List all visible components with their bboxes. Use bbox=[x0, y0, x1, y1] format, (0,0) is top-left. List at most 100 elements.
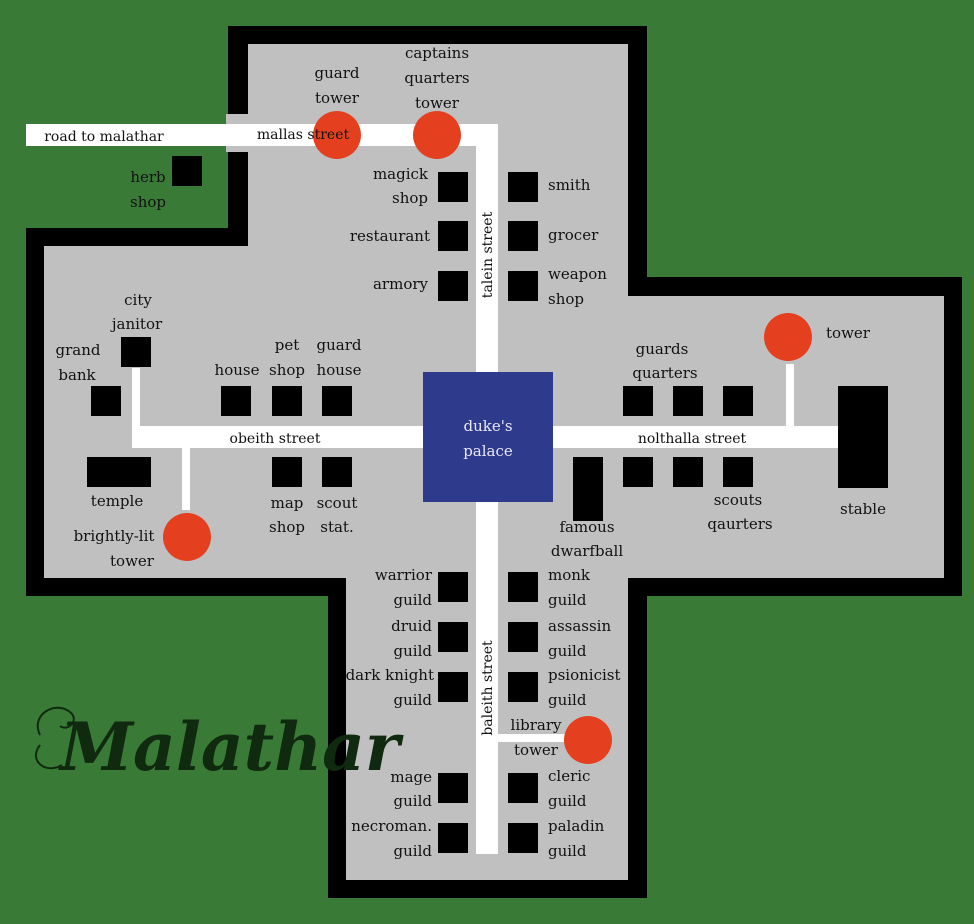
building-restaurant[interactable] bbox=[438, 221, 468, 251]
label-armory: armory bbox=[373, 275, 429, 293]
library-lane bbox=[496, 734, 570, 742]
building-necromancer-guild[interactable] bbox=[438, 823, 468, 853]
tower-lane-west bbox=[182, 446, 190, 510]
tower-guard[interactable] bbox=[313, 111, 361, 159]
label-temple: temple bbox=[91, 492, 144, 510]
label-janitor-2: janitor bbox=[110, 315, 163, 333]
label-psionicist-1: psionicist bbox=[548, 666, 621, 684]
label-guardhouse-1: guard bbox=[317, 336, 362, 354]
street-label-nolthalla: nolthalla street bbox=[638, 431, 747, 447]
label-herb-2: shop bbox=[130, 193, 166, 211]
label-grocer: grocer bbox=[548, 226, 599, 244]
label-house: house bbox=[215, 361, 260, 379]
building-druid-guild[interactable] bbox=[438, 622, 468, 652]
label-guards-q-1: guards bbox=[636, 340, 689, 358]
logo-flourish-left bbox=[36, 706, 75, 736]
label-tower-east: tower bbox=[826, 324, 871, 342]
label-necro-1: necroman. bbox=[351, 817, 432, 835]
label-paladin-2: guild bbox=[548, 842, 587, 860]
building-scout-station[interactable] bbox=[322, 457, 352, 487]
building-guards-quarters-2[interactable] bbox=[673, 386, 703, 416]
building-scouts-quarters-3[interactable] bbox=[723, 457, 753, 487]
street-label-talein: talein street bbox=[480, 211, 496, 298]
street-label-road: road to malathar bbox=[44, 129, 164, 145]
label-pet-2: shop bbox=[269, 361, 305, 379]
label-map-1: map bbox=[271, 494, 304, 512]
building-psionicist-guild[interactable] bbox=[508, 672, 538, 702]
building-herb-shop[interactable] bbox=[172, 156, 202, 186]
building-temple[interactable] bbox=[87, 457, 151, 487]
label-mage-2: guild bbox=[394, 792, 433, 810]
palace-label-2: palace bbox=[463, 442, 513, 460]
label-dark-knight-2: guild bbox=[394, 691, 433, 709]
label-druid-1: druid bbox=[391, 617, 432, 635]
label-brightly-2: tower bbox=[110, 552, 155, 570]
label-library-2: tower bbox=[514, 741, 559, 759]
building-smith[interactable] bbox=[508, 172, 538, 202]
label-captains-3: tower bbox=[415, 94, 460, 112]
label-dwarfball-1: famous bbox=[559, 518, 614, 536]
building-armory[interactable] bbox=[438, 271, 468, 301]
building-paladin-guild[interactable] bbox=[508, 823, 538, 853]
label-cleric-2: guild bbox=[548, 792, 587, 810]
label-library-1: library bbox=[511, 716, 562, 734]
label-map-2: shop bbox=[269, 518, 305, 536]
logo-flourish-left-2 bbox=[34, 744, 63, 770]
tower-captains-quarters[interactable] bbox=[413, 111, 461, 159]
building-mage-guild[interactable] bbox=[438, 773, 468, 803]
label-monk-2: guild bbox=[548, 591, 587, 609]
building-cleric-guild[interactable] bbox=[508, 773, 538, 803]
label-psionicist-2: guild bbox=[548, 691, 587, 709]
label-scouts-q-1: scouts bbox=[714, 491, 763, 509]
building-assassin-guild[interactable] bbox=[508, 622, 538, 652]
street-mallas[interactable] bbox=[26, 124, 498, 146]
label-smith: smith bbox=[548, 176, 591, 194]
building-scouts-quarters-1[interactable] bbox=[623, 457, 653, 487]
building-house[interactable] bbox=[221, 386, 251, 416]
building-scouts-quarters-2[interactable] bbox=[673, 457, 703, 487]
tower-library[interactable] bbox=[564, 716, 612, 764]
label-scout-2: stat. bbox=[320, 518, 353, 536]
building-guards-quarters-1[interactable] bbox=[623, 386, 653, 416]
building-weapon-shop[interactable] bbox=[508, 271, 538, 301]
label-warrior-2: guild bbox=[394, 591, 433, 609]
building-guard-house[interactable] bbox=[322, 386, 352, 416]
building-stable[interactable] bbox=[838, 386, 888, 488]
street-label-mallas: mallas street bbox=[257, 127, 350, 143]
label-weapon-2: shop bbox=[548, 290, 584, 308]
building-dark-knight-guild[interactable] bbox=[438, 672, 468, 702]
building-grocer[interactable] bbox=[508, 221, 538, 251]
building-magick-shop[interactable] bbox=[438, 172, 468, 202]
building-map-shop[interactable] bbox=[272, 457, 302, 487]
label-janitor-1: city bbox=[124, 291, 152, 309]
building-guards-quarters-3[interactable] bbox=[723, 386, 753, 416]
malathar-logo: Malathar bbox=[34, 706, 404, 786]
label-bank-1: grand bbox=[56, 341, 101, 359]
street-label-baleith: baleith street bbox=[480, 640, 496, 736]
label-monk-1: monk bbox=[548, 566, 591, 584]
label-assassin-2: guild bbox=[548, 642, 587, 660]
label-scout-1: scout bbox=[317, 494, 358, 512]
tower-east[interactable] bbox=[764, 313, 812, 361]
label-paladin-1: paladin bbox=[548, 817, 605, 835]
label-guardhouse-2: house bbox=[317, 361, 362, 379]
label-warrior-1: warrior bbox=[375, 566, 433, 584]
label-restaurant: restaurant bbox=[350, 227, 430, 245]
building-grand-bank[interactable] bbox=[91, 386, 121, 416]
tower-lane-east bbox=[786, 364, 794, 430]
building-pet-shop[interactable] bbox=[272, 386, 302, 416]
label-necro-2: guild bbox=[394, 842, 433, 860]
tower-brightly-lit[interactable] bbox=[163, 513, 211, 561]
label-cleric-1: cleric bbox=[548, 767, 590, 785]
building-city-janitor[interactable] bbox=[121, 337, 151, 367]
dukes-palace[interactable] bbox=[423, 372, 553, 502]
building-warrior-guild[interactable] bbox=[438, 572, 468, 602]
label-scouts-q-2: qaurters bbox=[707, 515, 772, 533]
label-druid-2: guild bbox=[394, 642, 433, 660]
label-stable: stable bbox=[840, 500, 886, 518]
building-monk-guild[interactable] bbox=[508, 572, 538, 602]
building-dwarfball[interactable] bbox=[573, 457, 603, 521]
label-dwarfball-2: dwarfball bbox=[551, 542, 623, 560]
label-mage-1: mage bbox=[390, 768, 432, 786]
